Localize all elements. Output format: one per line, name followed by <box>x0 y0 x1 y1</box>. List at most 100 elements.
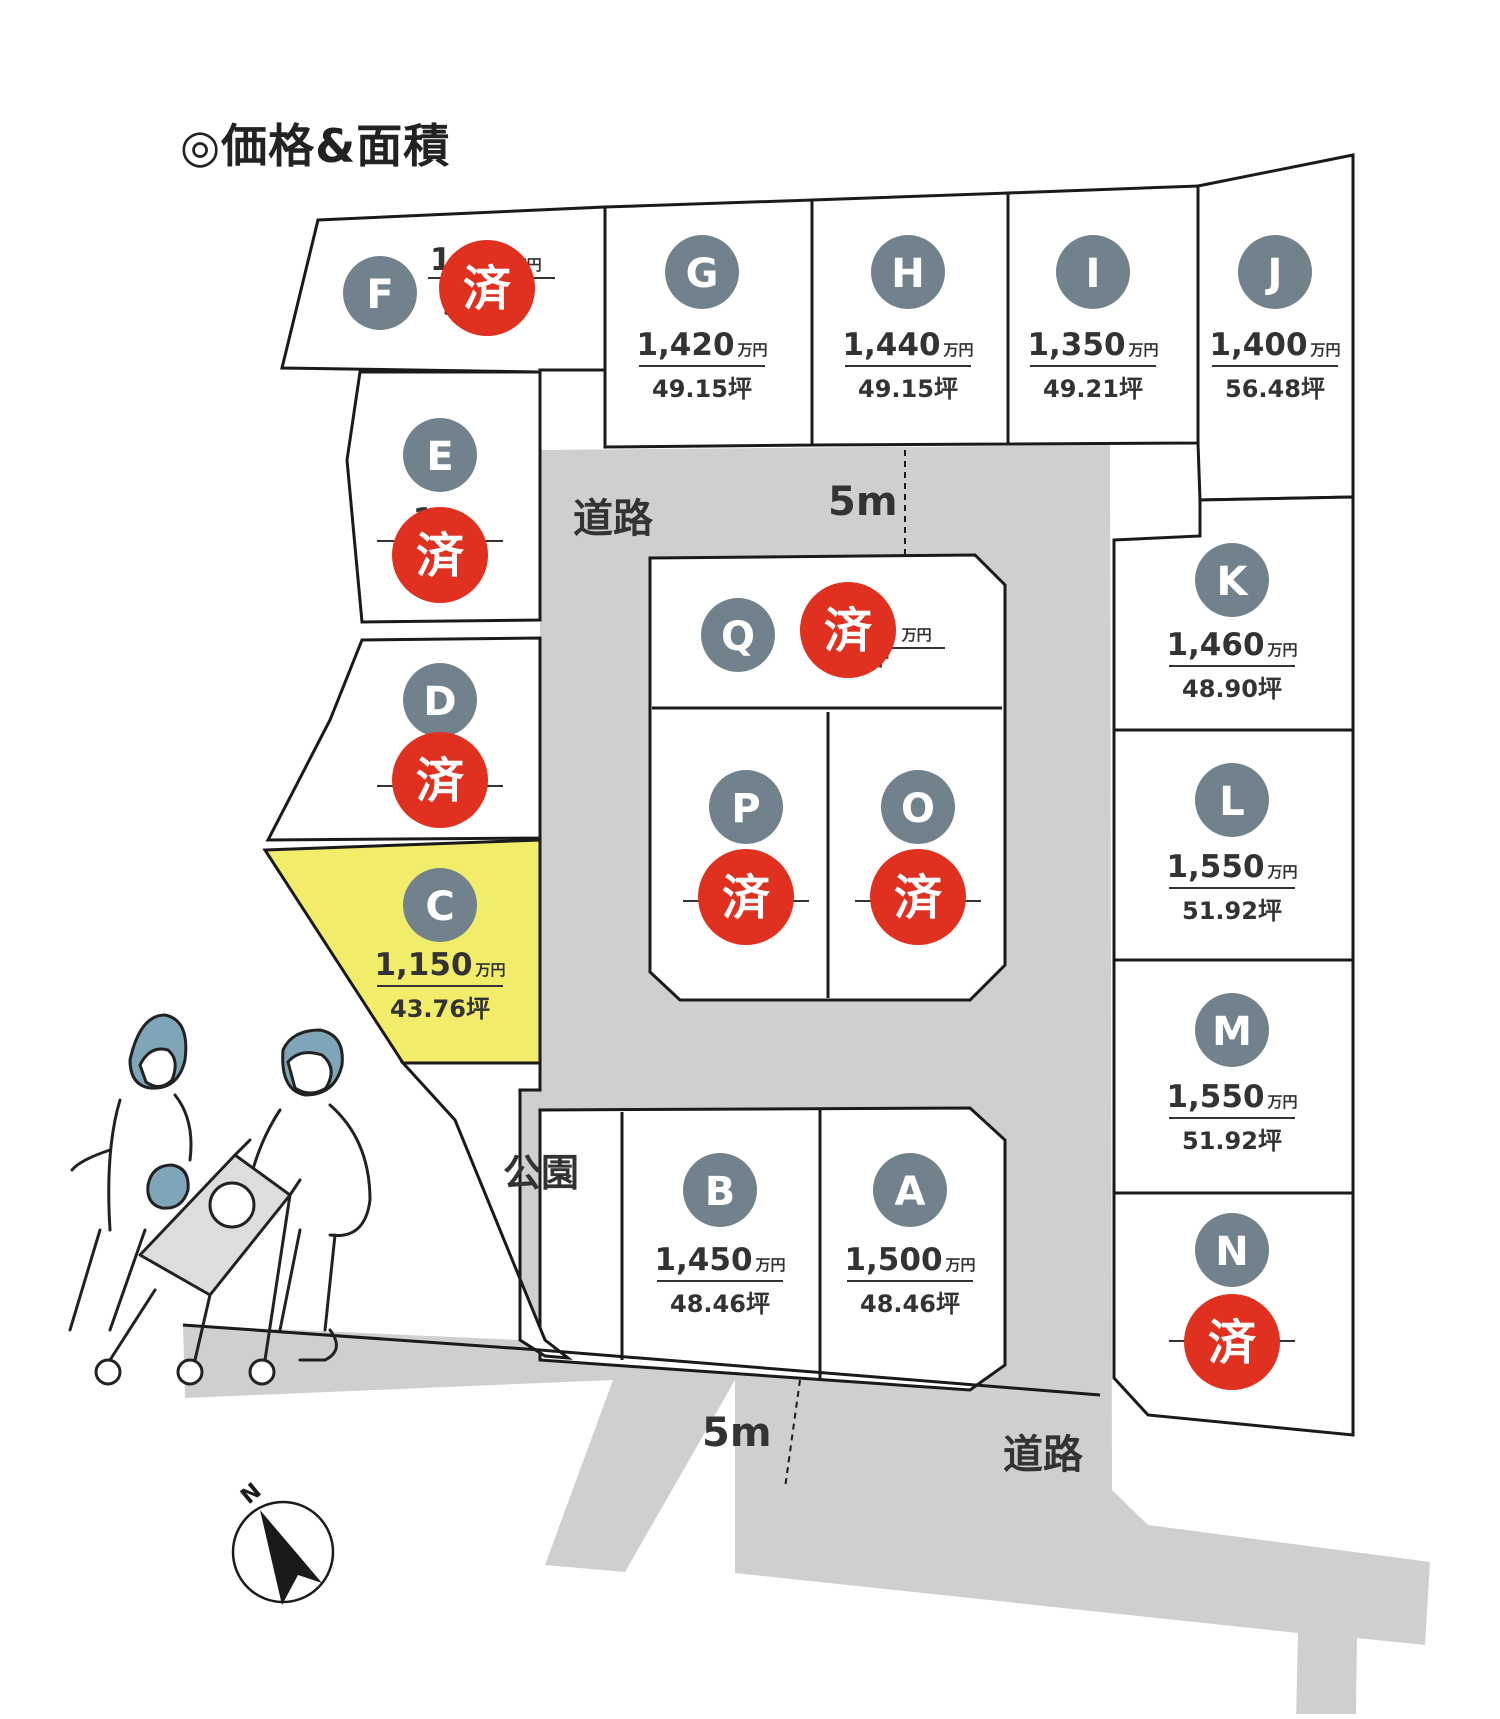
lot-label: I <box>1086 251 1101 297</box>
sold-mark: 済 <box>463 261 512 317</box>
lot-label: G <box>686 251 719 297</box>
lot-label: Q <box>721 614 755 660</box>
lot-label: D <box>423 679 456 725</box>
lot-label: C <box>425 884 454 930</box>
lot-badge <box>701 598 775 672</box>
lot-badge <box>665 235 739 309</box>
lot-label: P <box>731 786 760 832</box>
sold-mark: 済 <box>416 753 465 809</box>
compass: N <box>231 1479 335 1605</box>
sold-mark: 済 <box>1208 1315 1257 1371</box>
family-illustration <box>68 1013 372 1386</box>
sold-mark: 済 <box>894 870 943 926</box>
lot-badge <box>403 418 477 492</box>
lot-label: N <box>1215 1229 1248 1275</box>
lot-badge <box>1195 763 1269 837</box>
lot-label: K <box>1217 559 1250 605</box>
lot-label: L <box>1219 779 1245 825</box>
lot-badge <box>881 770 955 844</box>
lot-badge <box>1195 543 1269 617</box>
compass-arrow-icon <box>260 1510 322 1605</box>
lot-n[interactable]: N1万円済 <box>1169 1213 1295 1390</box>
lot-o[interactable]: O1万円4済 <box>855 770 981 945</box>
sold-mark: 済 <box>416 528 465 584</box>
road-width-bottom: 5m <box>702 1410 772 1456</box>
lot-area: 48.90坪 <box>1182 675 1282 703</box>
lot-badge <box>403 868 477 942</box>
road-label-top: 道路 <box>573 496 654 542</box>
park-label: 公園 <box>503 1151 579 1195</box>
lot-area: 51.92坪 <box>1182 897 1282 925</box>
road-width-marker-bottom <box>784 1379 801 1489</box>
lot-area: 48.46坪 <box>860 1290 960 1318</box>
lot-badge <box>1195 993 1269 1067</box>
lot-area: 49.15坪 <box>652 375 752 403</box>
lot-label: A <box>895 1169 926 1215</box>
lot-e[interactable]: E1万円4済 <box>377 418 503 603</box>
lot-badge <box>683 1153 757 1227</box>
lot-badge <box>871 235 945 309</box>
lot-badge <box>1195 1213 1269 1287</box>
lot-label: H <box>891 251 924 297</box>
sold-badge <box>800 582 896 678</box>
lot-p[interactable]: P1万円4済 <box>683 770 809 945</box>
lot-badge <box>343 256 417 330</box>
lot-badge <box>1238 235 1312 309</box>
road-width-top: 5m <box>828 479 898 525</box>
lot-area: 56.48坪 <box>1225 375 1325 403</box>
lot-label: F <box>366 272 393 318</box>
lot-area: 48.46坪 <box>670 1290 770 1318</box>
lot-area: 49.21坪 <box>1043 375 1143 403</box>
compass-north-label: N <box>236 1479 266 1510</box>
lot-area: 51.92坪 <box>1182 1127 1282 1155</box>
sold-badge <box>439 240 535 336</box>
sold-badge <box>870 849 966 945</box>
lot-badge <box>873 1153 947 1227</box>
sold-badge <box>392 507 488 603</box>
sold-mark: 済 <box>722 870 771 926</box>
lot-label: B <box>705 1169 736 1215</box>
sold-badge <box>698 849 794 945</box>
lot-badge <box>709 770 783 844</box>
lot-i <box>1006 184 1200 446</box>
lot-badge <box>403 663 477 737</box>
road-label-bottom: 道路 <box>1003 1432 1084 1478</box>
road-edge-bottom <box>182 1323 1101 1397</box>
lot-label: E <box>426 434 453 480</box>
lot-area: 43.76坪 <box>390 995 490 1023</box>
lot-d[interactable]: D1万円4済 <box>377 663 503 828</box>
road-inner-loop <box>183 445 1430 1719</box>
page-title: ◎価格&面積 <box>180 119 451 173</box>
sold-badge <box>1184 1294 1280 1390</box>
lot-h <box>810 191 1010 447</box>
lot-q[interactable]: Q1万円4 坪済 <box>701 582 945 678</box>
sold-badge <box>392 732 488 828</box>
lot-f[interactable]: F1万円3 坪済 <box>343 240 555 336</box>
lot-label: O <box>901 786 935 832</box>
lot-label: M <box>1212 1009 1252 1055</box>
sold-mark: 済 <box>824 603 873 659</box>
